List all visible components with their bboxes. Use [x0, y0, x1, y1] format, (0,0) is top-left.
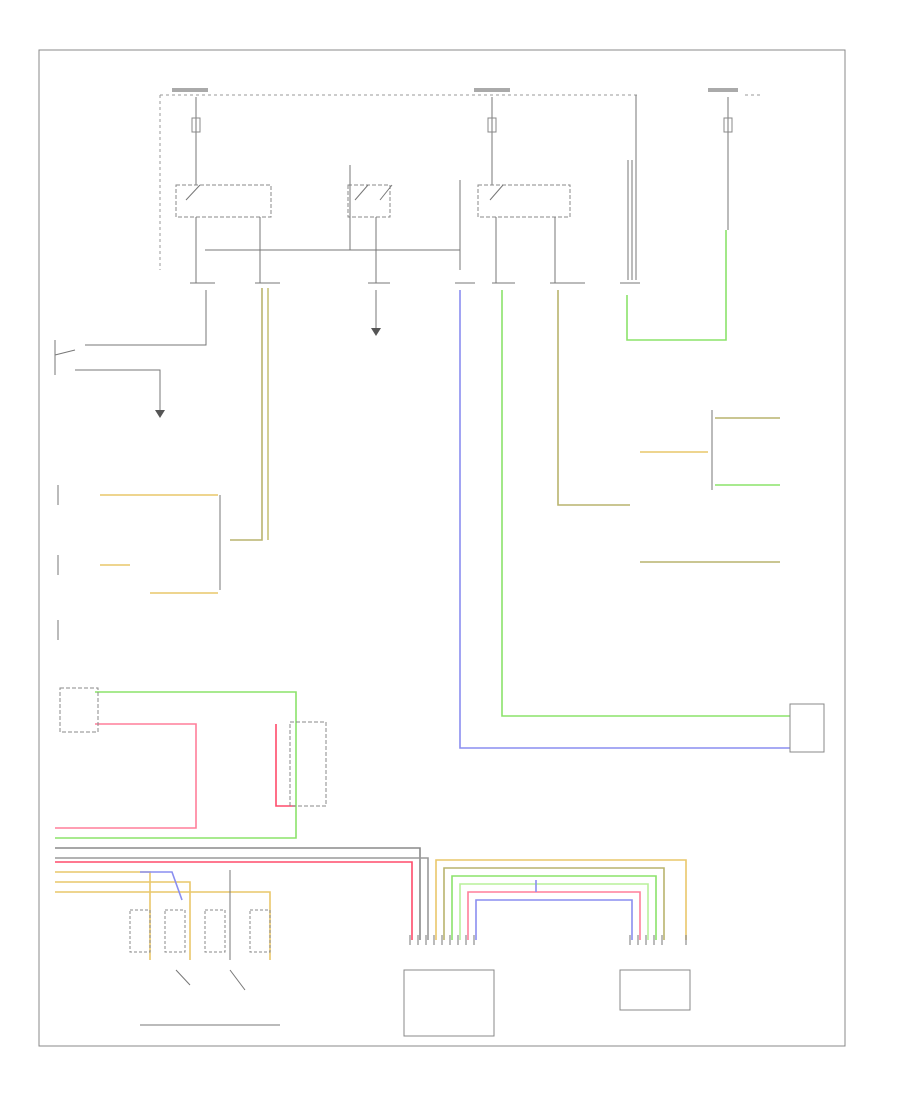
power-source-right: [708, 88, 760, 230]
heater-module-box: [289, 721, 327, 807]
diagram-border: [38, 49, 846, 1047]
bottom-switch-boxes: [129, 909, 271, 953]
wire-green-seat: [55, 691, 297, 839]
wire-olive-right: [557, 290, 630, 506]
right-harness: [403, 859, 691, 1037]
bottom-harness: [55, 847, 429, 1026]
connector-pins: [409, 935, 687, 945]
wire-green-long: [501, 290, 790, 717]
left-switch: [54, 290, 207, 418]
center-ground: [371, 290, 381, 336]
wire-olive-left: [230, 288, 263, 541]
right-heater-connectors: [640, 410, 825, 753]
power-source-left: [159, 88, 640, 270]
wire-green-right-loop: [626, 230, 727, 341]
power-source-center: [474, 88, 637, 280]
left-heater-connectors: [57, 485, 221, 640]
relay-block: [175, 160, 640, 284]
wire-blue: [459, 290, 790, 749]
seat-switch-box: [59, 687, 99, 733]
wire-red-module: [275, 724, 295, 807]
wire-pink-seat: [55, 723, 197, 829]
